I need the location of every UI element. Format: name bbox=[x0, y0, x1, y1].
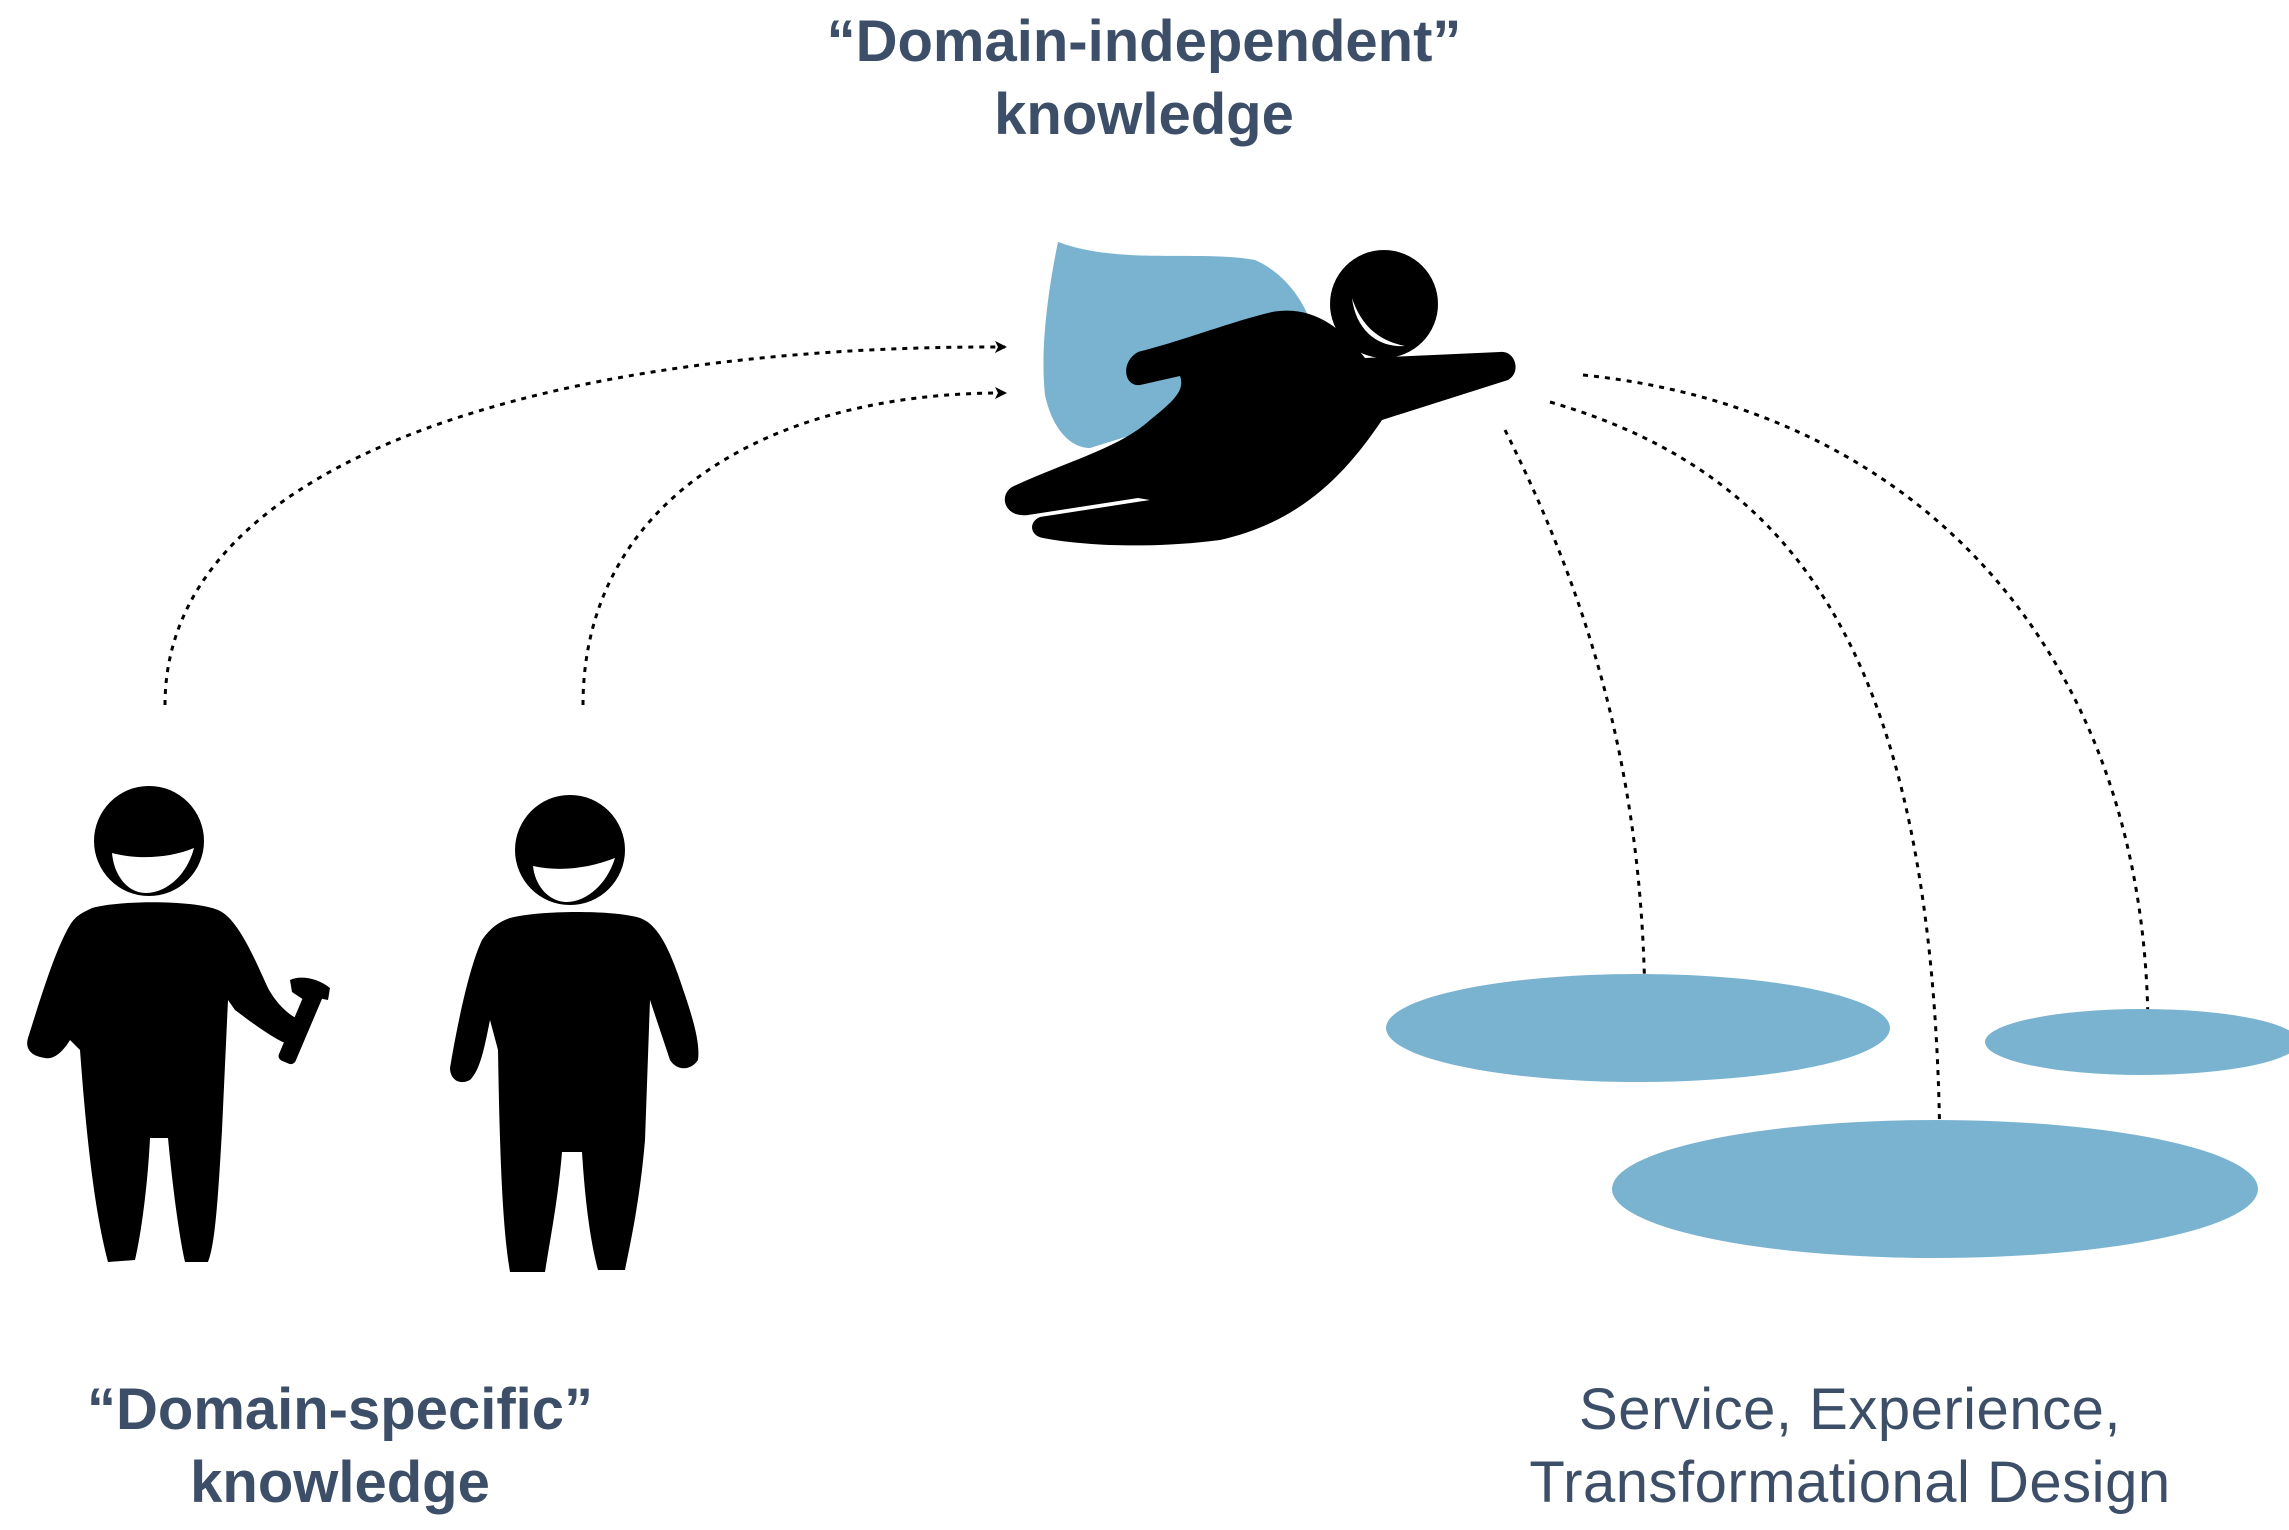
person-icon bbox=[450, 795, 699, 1272]
pond-bottom bbox=[1612, 1120, 2258, 1258]
domain-ponds bbox=[1386, 974, 2289, 1258]
arrow-flyer-to-pond-right bbox=[1582, 373, 2154, 1035]
pond-right bbox=[1985, 1009, 2289, 1075]
arrow-person-to-flyer bbox=[581, 386, 1007, 706]
domain-specific-label-line1: “Domain-specific” bbox=[87, 1377, 593, 1442]
domain-independent-label: “Domain-independent” knowledge bbox=[594, 5, 1694, 151]
arrows-to-domains bbox=[1503, 373, 2154, 1177]
design-fields-label: Service, Experience, Transformational De… bbox=[1400, 1373, 2289, 1519]
superhero-figure-icon bbox=[1004, 242, 1516, 546]
domain-independent-label-line1: “Domain-independent” bbox=[826, 9, 1462, 74]
arrow-worker-to-flyer bbox=[163, 340, 1007, 706]
design-fields-label-line2: Transformational Design bbox=[1529, 1450, 2171, 1516]
pond-left bbox=[1386, 974, 1890, 1082]
domain-specific-label-line2: knowledge bbox=[190, 1450, 490, 1516]
arrows-to-flyer bbox=[163, 340, 1007, 706]
smile bbox=[533, 858, 615, 902]
head bbox=[1330, 250, 1438, 358]
smile bbox=[112, 848, 194, 893]
domain-independent-label-line2: knowledge bbox=[994, 82, 1294, 148]
torso bbox=[27, 902, 300, 1262]
body bbox=[1004, 310, 1516, 546]
arrow-flyer-to-pond-left bbox=[1503, 429, 1651, 1022]
domain-specific-label: “Domain-specific” knowledge bbox=[0, 1373, 680, 1519]
person-with-hammer-icon bbox=[27, 786, 330, 1262]
smile bbox=[1352, 298, 1405, 347]
torso bbox=[450, 912, 699, 1272]
hammer bbox=[278, 977, 330, 1065]
design-fields-label-line1: Service, Experience, bbox=[1579, 1377, 2121, 1442]
